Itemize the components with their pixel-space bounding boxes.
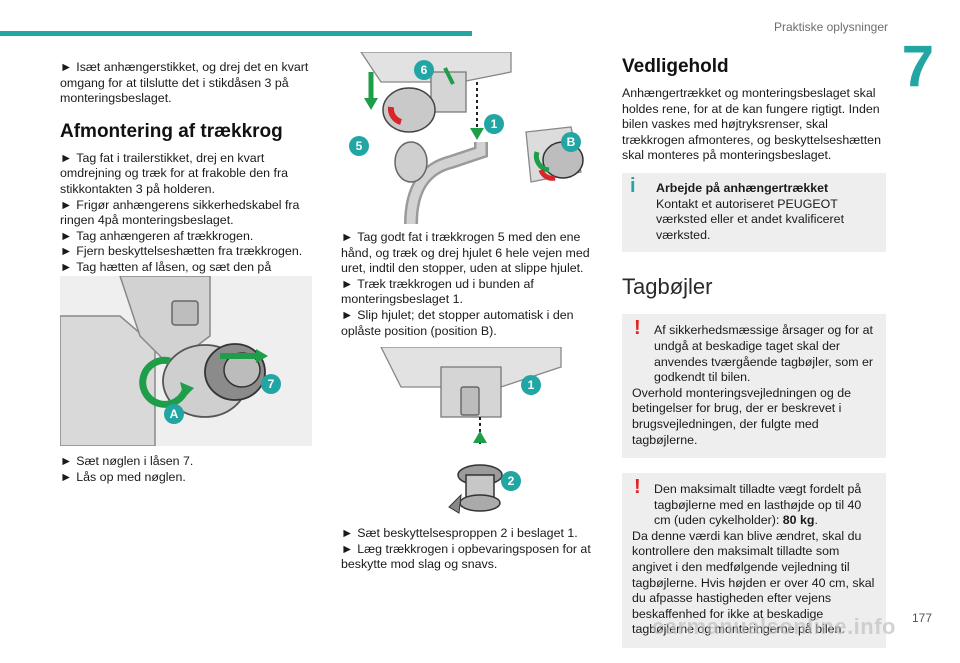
instruction-step: ►Isæt anhængerstikket, og drej det en kv…: [60, 60, 309, 106]
illustration-protective-plug: 1 2: [341, 347, 603, 519]
warning-icon: !: [634, 317, 641, 340]
callout-letter-a: A: [164, 404, 184, 424]
info-icon: i: [630, 174, 636, 197]
plug-illustration-svg: [380, 347, 562, 514]
bullet-arrow-icon: ►: [60, 150, 73, 165]
callout-number-2: 2: [501, 471, 521, 491]
callout-number-1: 1: [484, 114, 504, 134]
instruction-step: ►Sæt nøglen i låsen 7.: [60, 454, 194, 468]
instruction-step: ►Læg trækkrogen i opbevaringsposen for a…: [341, 541, 591, 572]
warning-text: Af sikkerhedsmæssige årsager og for at u…: [654, 323, 874, 385]
column-3: Vedligehold Anhængertrækket og montering…: [622, 56, 886, 663]
page-number: 177: [911, 611, 932, 625]
info-title: Arbejde på anhængertrækket: [656, 180, 829, 195]
bullet-arrow-icon: ►: [60, 469, 73, 484]
column-1: ►Isæt anhængerstikket, og drej det en kv…: [60, 60, 315, 291]
instruction-step: ►Tag fat i trailerstikket, drej en kvart…: [60, 150, 288, 196]
instruction-step: ►Fjern beskyttelseshætten fra trækkrogen…: [60, 244, 303, 259]
bullet-arrow-icon: ►: [341, 526, 354, 540]
warning-box: ! Af sikkerhedsmæssige årsager og for at…: [622, 314, 886, 459]
header-accent-bar: [0, 31, 472, 36]
bullet-arrow-icon: ►: [60, 244, 73, 259]
instruction-step: ►Slip hjulet; det stopper automatisk i d…: [341, 307, 574, 338]
column-2-after: ►Sæt beskyttelsesproppen 2 i beslaget 1.…: [341, 526, 603, 573]
max-weight-value: 80 kg: [782, 513, 815, 528]
callout-number-6: 6: [414, 60, 434, 80]
instruction-step: ►Tag anhængeren af trækkrogen.: [60, 228, 254, 243]
warning-text: Da denne værdi kan blive ændret, skal du…: [632, 528, 875, 637]
tow-hook-illustration-svg: [360, 52, 584, 224]
lock-illustration-svg: [60, 276, 268, 446]
instruction-step: ►Sæt beskyttelsesproppen 2 i beslaget 1.: [341, 526, 578, 540]
column-1-after: ►Sæt nøglen i låsen 7. ►Lås op med nøgle…: [60, 454, 315, 485]
bullet-arrow-icon: ►: [60, 454, 73, 468]
bullet-arrow-icon: ►: [60, 197, 73, 212]
bullet-arrow-icon: ►: [341, 276, 354, 291]
column-2: ►Tag godt fat i trækkrogen 5 med den ene…: [341, 230, 603, 339]
section-heading: Vedligehold: [622, 56, 729, 77]
warning-icon: !: [634, 476, 641, 499]
chapter-number: 7: [901, 34, 934, 99]
instruction-step: ►Træk trækkrogen ud i bunden af monterin…: [341, 276, 534, 307]
bullet-arrow-icon: ►: [341, 230, 354, 244]
bullet-arrow-icon: ►: [60, 259, 73, 274]
bullet-arrow-icon: ►: [60, 60, 73, 74]
info-box: i Arbejde på anhængertrækket Kontakt et …: [622, 172, 886, 253]
callout-number-1: 1: [521, 375, 541, 395]
illustration-tow-hook-removal: 5 6 1 B: [341, 52, 603, 224]
watermark: carmanualsonline.info: [652, 614, 896, 639]
section-heading: Afmontering af trækkrog: [60, 120, 283, 142]
section-title: Praktiske oplysninger: [773, 20, 888, 34]
warning-text: Overhold monteringsvejledningen og de be…: [632, 385, 852, 447]
instruction-step: ►Frigør anhængerens sikkerhedskabel fra …: [60, 197, 300, 228]
warning-box: ! Den maksimalt tilladte vægt fordelt på…: [622, 473, 886, 649]
info-body: Kontakt et autoriseret PEUGEOT værksted …: [656, 196, 845, 242]
bullet-arrow-icon: ►: [341, 307, 354, 322]
callout-number-5: 5: [349, 136, 369, 156]
bullet-arrow-icon: ►: [60, 228, 73, 243]
warning-text: Den maksimalt tilladte vægt fordelt på t…: [654, 482, 862, 528]
instruction-step: ►Lås op med nøglen.: [60, 469, 186, 484]
callout-number-7: 7: [261, 374, 281, 394]
illustration-lock-key: 7 A: [60, 276, 312, 446]
paragraph: Anhængertrækket og monteringsbeslaget sk…: [622, 86, 881, 163]
section-heading: Tagbøjler: [622, 274, 713, 300]
bullet-arrow-icon: ►: [341, 541, 354, 556]
instruction-step: ►Tag godt fat i trækkrogen 5 med den ene…: [341, 230, 590, 276]
callout-letter-b: B: [561, 132, 581, 152]
